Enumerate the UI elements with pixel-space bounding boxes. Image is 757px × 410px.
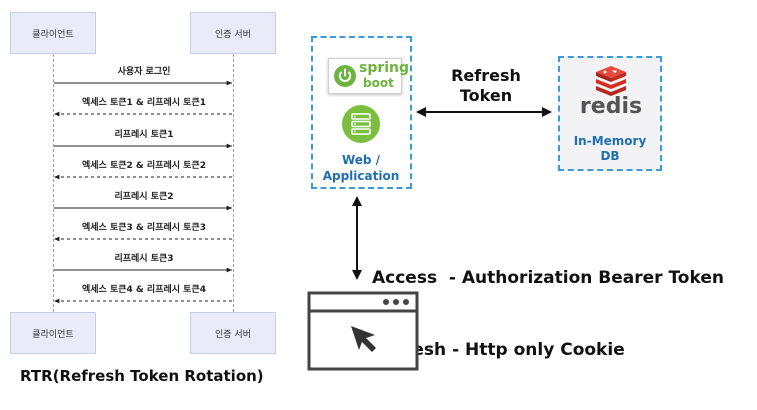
- server-lifeline: [233, 54, 234, 312]
- web-application-label-line1: Web /: [341, 153, 381, 167]
- client-lifeline: [53, 54, 54, 312]
- in-memory-db-label-line2: DB: [600, 149, 620, 163]
- boot-logo-text: boot: [363, 76, 394, 90]
- message-label-5: 리프레시 토큰2: [114, 192, 174, 202]
- in-memory-db-label: In-Memory DB: [559, 134, 661, 164]
- client-actor-label: 클라이언트: [32, 329, 74, 340]
- token-description: Access - Authorization Bearer Token Refr…: [372, 218, 724, 410]
- message-label-2: 엑세스 토큰1 & 리프레시 토큰1: [82, 98, 206, 108]
- refresh-token-line: Refresh - Http only Cookie: [372, 340, 625, 360]
- server-actor-top: 인증 서버: [190, 12, 276, 54]
- message-label-6: 엑세스 토큰3 & 리프레시 토큰3: [82, 223, 206, 233]
- server-icon: [342, 105, 380, 143]
- client-actor-top: 클라이언트: [10, 12, 96, 54]
- server-actor-label: 인증 서버: [215, 29, 251, 40]
- message-label-7: 리프레시 토큰3: [114, 254, 174, 264]
- message-label-3: 리프레시 토큰1: [114, 130, 174, 140]
- power-icon: [334, 65, 356, 87]
- server-actor-bottom: 인증 서버: [190, 312, 276, 354]
- redis-cube-icon: [596, 66, 626, 96]
- server-actor-label: 인증 서버: [215, 329, 251, 340]
- rtr-caption: RTR(Refresh Token Rotation): [20, 367, 264, 385]
- client-actor-bottom: 클라이언트: [10, 312, 96, 354]
- access-token-line: Access - Authorization Bearer Token: [372, 268, 724, 288]
- refresh-token-label-line2: Token: [459, 86, 513, 105]
- web-application-box: [311, 36, 412, 189]
- spring-logo-text: spring: [359, 60, 410, 76]
- client-actor-label: 클라이언트: [32, 29, 74, 40]
- spring-boot-logo: spring boot: [328, 58, 409, 94]
- message-label-8: 엑세스 토큰4 & 리프레시 토큰4: [82, 285, 206, 295]
- redis-logo-text: redis: [579, 94, 643, 119]
- web-application-label: Web / Application: [313, 152, 409, 184]
- message-label-4: 엑세스 토큰2 & 리프레시 토큰2: [82, 161, 206, 171]
- refresh-token-label-line1: Refresh: [451, 66, 521, 85]
- web-application-label-line2: Application: [322, 169, 400, 183]
- message-label-1: 사용자 로그인: [117, 67, 171, 77]
- in-memory-db-label-line1: In-Memory: [573, 134, 647, 148]
- refresh-token-label: Refresh Token: [438, 66, 534, 106]
- mouse-pointer-icon: [351, 326, 376, 352]
